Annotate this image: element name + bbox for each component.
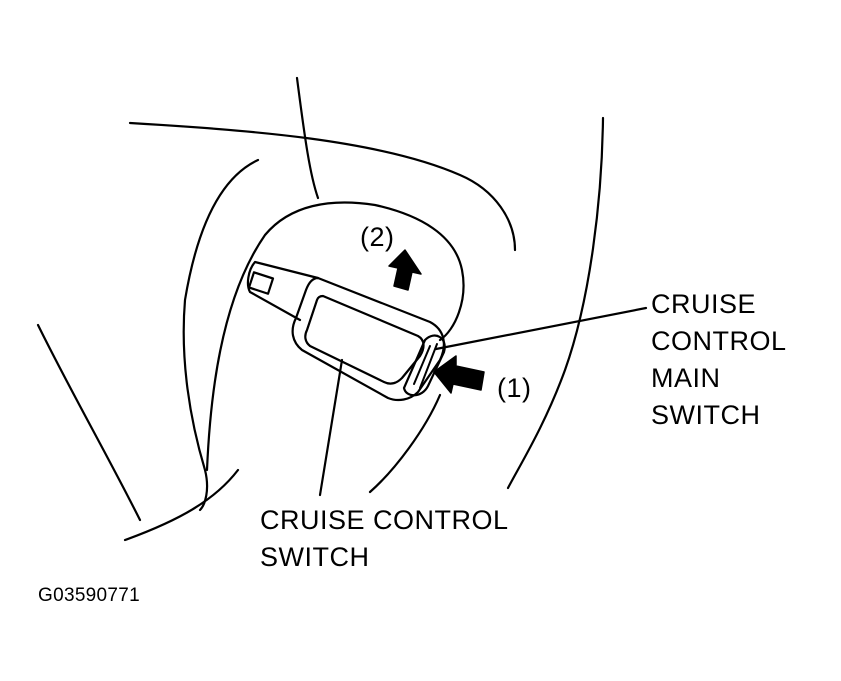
cruise-control-main-switch-label: CRUISE CONTROL MAIN SWITCH <box>651 289 787 430</box>
dashboard-edge-line <box>128 121 517 252</box>
leader-cruise-switch <box>318 358 344 497</box>
lever-stalk-outline <box>246 260 320 322</box>
column-cover-left-line <box>295 76 320 200</box>
leader-main-switch <box>434 306 648 351</box>
column-housing-line <box>205 201 465 472</box>
step-2-label: (2) <box>360 222 395 252</box>
step-1-label: (1) <box>497 373 532 403</box>
switch-grip-panel <box>304 294 425 385</box>
lever-stalk-slot <box>247 271 275 295</box>
left-panel-line <box>36 323 142 522</box>
arrow-up-icon <box>388 249 422 291</box>
figure-id: G03590771 <box>38 585 141 606</box>
column-right-line <box>506 116 605 490</box>
main-switch-button <box>402 334 446 397</box>
column-bottom-curve <box>123 468 240 542</box>
cruise-control-switch-label: CRUISE CONTROL SWITCH <box>260 505 509 572</box>
arrow-push-icon <box>433 355 485 394</box>
lower-column-line <box>368 393 442 494</box>
column-shroud-outer-line <box>182 158 260 512</box>
